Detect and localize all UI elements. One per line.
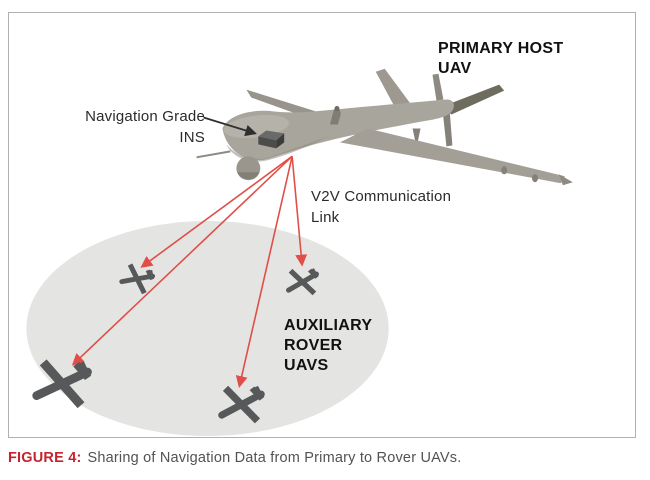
v2v-line2: Link <box>311 209 340 226</box>
ins-line-label: INS <box>179 129 205 146</box>
v2v-link-arrows <box>71 155 308 388</box>
auxiliary-line3: UAVS <box>284 357 329 374</box>
navigation-grade-line: Navigation Grade <box>85 108 205 125</box>
ins-box <box>258 130 285 149</box>
primary-host-uav-label: PRIMARY HOST UAV <box>438 39 563 79</box>
v2v-communication-link-label: V2V Communication Link <box>311 186 451 228</box>
auxiliary-line2: ROVER <box>284 337 343 354</box>
primary-host-uav-line1: PRIMARY HOST <box>438 40 564 57</box>
auxiliary-rover-uavs-label: AUXILIARY ROVER UAVS <box>284 316 372 376</box>
uav-diagram <box>20 68 573 437</box>
figure-caption-text: Sharing of Navigation Data from Primary … <box>87 450 462 466</box>
figure-frame: PRIMARY HOST UAV Navigation Grade INS V2… <box>8 12 636 438</box>
ins-pointer-arrow <box>203 116 257 137</box>
figure-number: FIGURE 4: <box>8 450 82 466</box>
primary-uav-drawing <box>196 68 573 186</box>
primary-host-uav-line2: UAV <box>438 60 472 77</box>
figure-caption: FIGURE 4: Sharing of Navigation Data from… <box>8 448 628 468</box>
v2v-line1: V2V Communication <box>311 188 452 205</box>
auxiliary-line1: AUXILIARY <box>284 317 373 334</box>
navigation-grade-ins-label: Navigation Grade INS <box>85 106 205 148</box>
